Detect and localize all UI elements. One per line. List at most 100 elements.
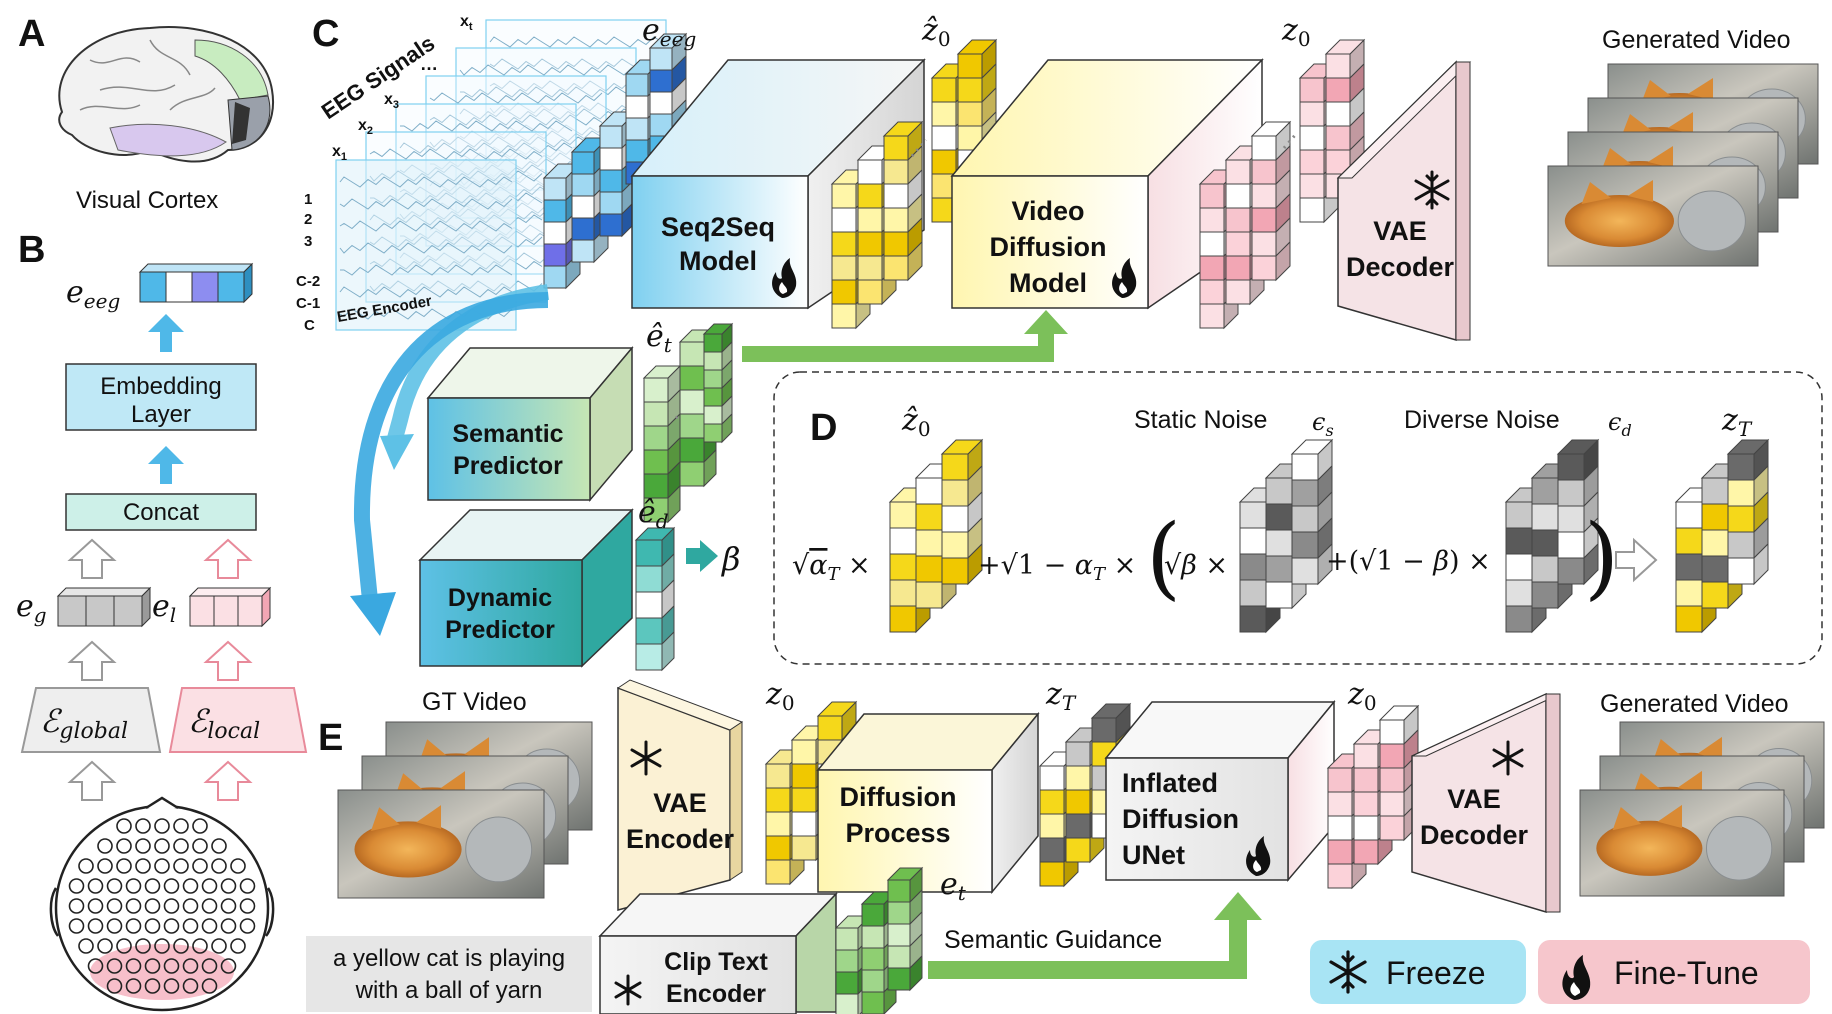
zT-columns-d	[1674, 438, 1770, 634]
token-cell	[915, 581, 943, 609]
token-cell	[931, 77, 957, 103]
legend-freeze-label: Freeze	[1386, 955, 1486, 991]
token-cell	[625, 95, 649, 119]
token-cell	[1557, 505, 1585, 533]
electrode	[135, 838, 151, 854]
token-cell	[1039, 789, 1065, 815]
token-cell	[703, 405, 723, 425]
electrode	[201, 978, 218, 994]
token-cell	[625, 117, 649, 141]
token-cell-top	[1378, 705, 1420, 721]
token-cell	[915, 477, 943, 505]
token-cell-top	[1726, 439, 1770, 455]
token-cell-top	[940, 439, 984, 455]
e-eeg-vector-b	[138, 262, 254, 304]
et-hat-label: êt	[646, 319, 673, 357]
electrode	[182, 898, 199, 914]
token-cell	[1701, 529, 1729, 557]
dynamic-predictor-block	[418, 508, 634, 668]
token-cell	[1239, 553, 1267, 581]
video-diffusion-line2: Diffusion	[990, 232, 1107, 262]
electrode	[201, 918, 218, 934]
electrode	[68, 898, 85, 914]
token-cell	[883, 183, 909, 209]
token-cell	[1557, 453, 1585, 481]
global-encoder-box	[20, 687, 162, 753]
token-cell	[1225, 159, 1251, 185]
token-cell	[831, 303, 857, 329]
generated-video-frames-e	[1579, 721, 1825, 897]
arrow-up-head-global	[67, 760, 117, 801]
z0-hat-columns-d	[888, 438, 984, 634]
eeg-electrode-head	[49, 796, 275, 1012]
token-cell	[941, 557, 969, 585]
token-cell	[635, 539, 663, 567]
token-cell	[1505, 605, 1533, 633]
token-cell	[1225, 207, 1251, 233]
token-cell	[599, 169, 623, 193]
token-cell	[941, 531, 969, 559]
token-cell	[1353, 767, 1379, 793]
token-cell	[1265, 503, 1293, 531]
token-cell-side	[967, 542, 983, 586]
z0-label-e2: z0	[1347, 677, 1377, 715]
legend-finetune-label: Fine-Tune	[1614, 955, 1759, 991]
electrode	[163, 898, 180, 914]
token-cell	[887, 923, 911, 947]
token-cell	[643, 425, 669, 451]
token-cell-top	[648, 33, 688, 49]
token-cell	[861, 969, 885, 993]
eeg-waveform	[489, 36, 663, 180]
token-cell	[1325, 53, 1351, 79]
token-cell	[887, 967, 911, 991]
vae-decoder-freeze-icon-c	[1414, 170, 1450, 210]
token-cell	[765, 835, 791, 861]
electrode	[106, 898, 123, 914]
electrode	[106, 958, 123, 974]
token-cell	[1251, 183, 1277, 209]
electrode	[87, 878, 104, 894]
token-cell	[931, 149, 957, 175]
prompt-line1: a yellow cat is playing	[333, 945, 565, 972]
electrode	[87, 918, 104, 934]
x3-label: x3	[384, 91, 399, 111]
arrow-up-global-enc	[67, 640, 117, 681]
electrode	[220, 918, 237, 934]
zT-label-e: zT	[1045, 677, 1077, 715]
semantic-guidance-arrow	[928, 918, 1247, 979]
yarn-ball	[1705, 816, 1773, 881]
electrode	[211, 838, 227, 854]
clip-line2: Encoder	[666, 980, 766, 1008]
diffusion-process-block	[816, 711, 1040, 895]
token-cell	[1379, 791, 1405, 817]
token-cell	[1379, 719, 1405, 745]
token-cell	[1251, 207, 1277, 233]
token-cell-top	[816, 701, 858, 717]
electrode	[220, 958, 237, 974]
token-cell-top	[1324, 39, 1366, 55]
token-cell	[679, 389, 705, 415]
panel-d-frame	[773, 371, 1823, 665]
token-cell	[1557, 557, 1585, 585]
vae-encoder-block	[616, 679, 744, 911]
token-cell	[1327, 815, 1353, 841]
token-cell	[835, 971, 859, 995]
token-cell-top	[956, 39, 998, 55]
token-cell	[1265, 555, 1293, 583]
sqrt-one-minus-beta-term: +(√1 − β) ×	[1326, 546, 1491, 577]
embedding-layer-line2: Layer	[131, 401, 191, 428]
token-cell	[883, 159, 909, 185]
token-cell	[857, 159, 883, 185]
diverse-noise-columns	[1504, 438, 1600, 634]
token-cell-side	[909, 954, 923, 992]
token-cell	[571, 239, 595, 263]
seq2seq-line1: Seq2Seq	[661, 212, 775, 242]
token-cell	[791, 763, 817, 789]
token-cell	[1225, 231, 1251, 257]
token-cell	[883, 135, 909, 161]
token-cell	[1557, 479, 1585, 507]
ed-hat-column	[634, 526, 676, 672]
electrode	[173, 838, 189, 854]
electrode	[182, 978, 199, 994]
token-cell	[625, 73, 649, 97]
